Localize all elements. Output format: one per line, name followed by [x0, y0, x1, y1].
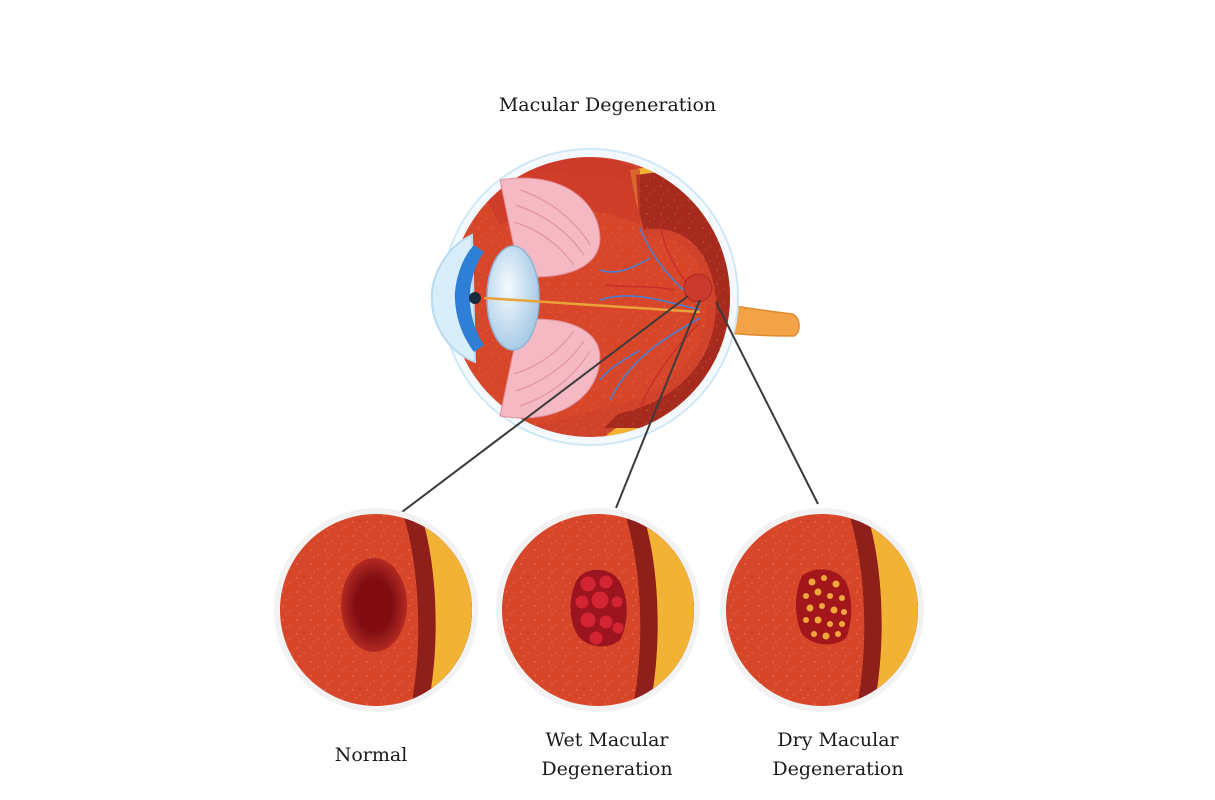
label-dry: Dry Macular Degeneration [728, 726, 948, 784]
pointer-lines [401, 295, 819, 513]
label-normal: Normal [261, 741, 481, 770]
normal-macula [341, 558, 407, 652]
eyeball-cross-section [430, 148, 800, 446]
label-dry-line-1: Dry Macular [777, 729, 899, 751]
dry-macula-lesion [796, 569, 852, 645]
wet-macula-lesion [570, 569, 627, 647]
panel-normal [274, 508, 478, 712]
pointer-normal [401, 295, 689, 513]
diagram-title: Macular Degeneration [498, 94, 717, 116]
panel-wet [496, 508, 700, 712]
label-wet: Wet Macular Degeneration [497, 726, 717, 784]
pointer-wet [615, 299, 701, 509]
pupil [469, 292, 481, 304]
label-dry-line-2: Degeneration [772, 758, 904, 780]
label-wet-line-1: Wet Macular [545, 729, 669, 751]
pointer-dry [715, 301, 819, 505]
panel-dry [720, 508, 924, 712]
label-wet-line-2: Degeneration [541, 758, 673, 780]
label-normal-line-1: Normal [334, 744, 408, 766]
macula-marker [683, 273, 713, 303]
